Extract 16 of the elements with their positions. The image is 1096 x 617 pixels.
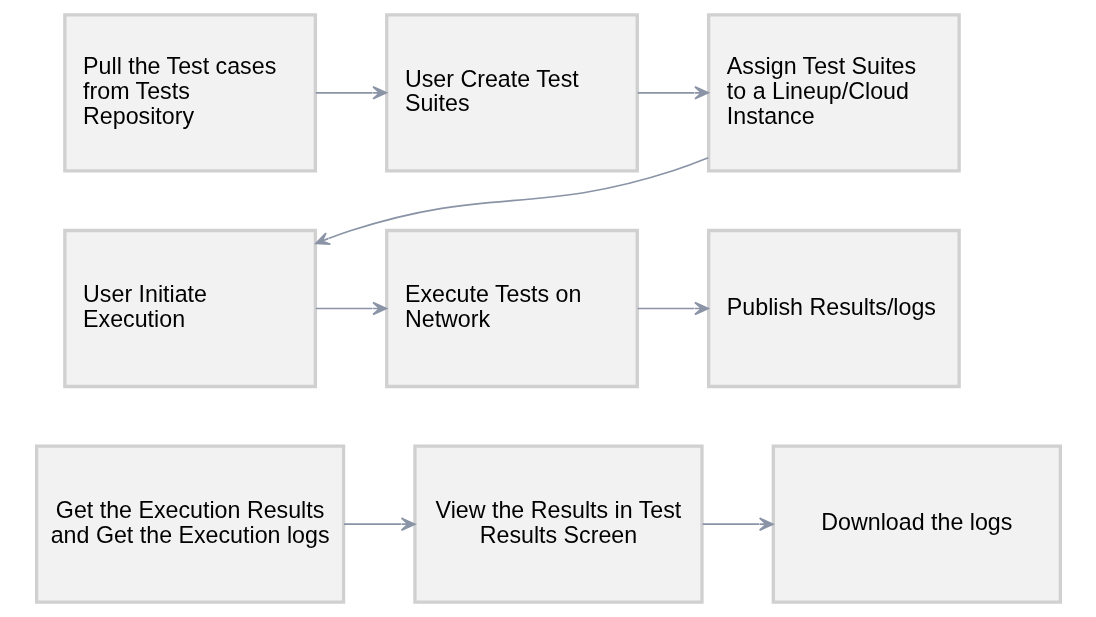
arrow [636,86,709,100]
arrow [701,517,774,531]
node-box: Get the Execution Results and Get the Execution logs [34,444,345,604]
arrow [314,157,709,245]
arrow [314,86,387,100]
node-box: Assign Test Suites to a Lineup/Cloud Instance [706,13,961,173]
node-box: Publish Results/logs [706,228,961,389]
node-box: User Initiate Execution [62,228,317,389]
node-box: Execute Tests on Network [384,228,639,389]
node-box: View the Results in Test Results Screen [412,444,704,604]
arrow [342,517,416,531]
node-box: User Create Test Suites [384,13,639,173]
node-box: Download the logs [771,444,1062,604]
arrow [636,301,709,316]
arrow [314,301,387,316]
node-box: Pull the Test cases from Tests Repository [62,13,317,173]
